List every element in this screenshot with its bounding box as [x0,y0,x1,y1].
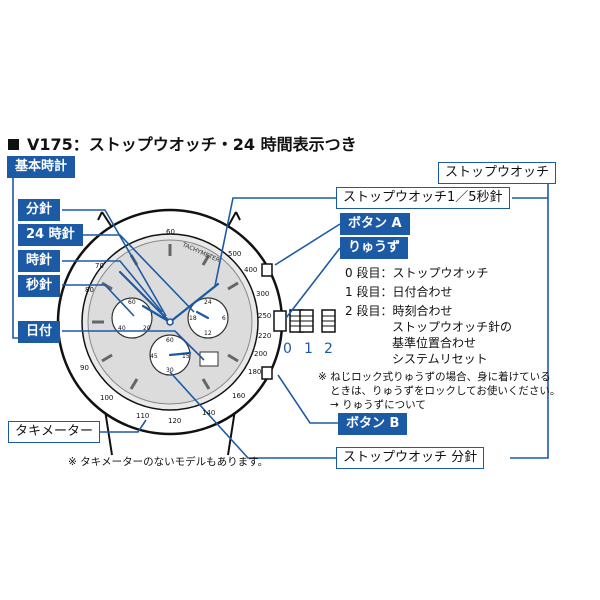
svg-text:300: 300 [256,290,269,298]
label-stopwatch: ストップウオッチ [438,162,557,184]
bezel-numbers: 60 70 80 90 100 110 120 140 160 180 200 … [80,228,271,425]
subdial-numbers: 60 20 40 60 15 30 45 24 6 12 18 [118,299,226,374]
label-24-hour-hand: 24 時針 [18,224,83,246]
crown-stage-0: 0 段目：ストップウオッチ [345,266,489,280]
label-tachymeter: タキメーター [8,421,101,443]
svg-text:160: 160 [232,392,245,400]
leader-lines [12,172,549,459]
svg-text:30: 30 [166,367,174,374]
page-title: V175：ストップウオッチ・24 時間表示つき [8,131,357,155]
crown-stage-2: 2 段目：時刻合わせ [345,304,453,318]
svg-text:60: 60 [166,228,175,236]
crown-position-1: 1 [304,341,313,357]
label-hour-hand: 時針 [18,250,61,272]
label-second-hand: 秒針 [18,275,61,297]
svg-text:45: 45 [150,353,158,360]
svg-text:40: 40 [118,325,126,332]
crown-stage-2-line3: 基準位置合わせ [392,336,477,350]
crown-shape [273,310,287,332]
label-button-a: ボタン A [340,213,410,235]
label-minute-hand: 分針 [18,199,61,221]
crown-position-0: 0 [283,341,292,357]
label-stopwatch-fifth-second-hand: ストップウオッチ1／5秒針 [336,187,510,209]
crown-stage-2-line2: ストップウオッチ針の [392,320,513,334]
crown-stage-1: 1 段目：日付合わせ [345,285,453,299]
button-b-shape [261,366,273,380]
note-lock-crown-2: ときは、りゅうずをロックしてお使いください。 [330,385,561,397]
svg-text:250: 250 [258,312,271,320]
note-lock-crown-link[interactable]: → りゅうずについて [330,399,426,411]
svg-text:180: 180 [248,368,261,376]
svg-text:18: 18 [189,315,197,322]
svg-text:24: 24 [204,299,212,306]
svg-text:120: 120 [168,417,181,425]
label-button-b: ボタン B [338,413,408,435]
label-basic-clock: 基本時計 [7,156,76,178]
label-crown: りゅうず [340,237,409,259]
svg-text:220: 220 [258,332,271,340]
svg-text:400: 400 [244,266,257,274]
svg-text:500: 500 [228,250,241,258]
label-stopwatch-minute-hand: ストップウオッチ 分針 [336,447,485,469]
svg-text:20: 20 [143,325,151,332]
svg-text:12: 12 [204,330,212,337]
title-text: V175：ストップウオッチ・24 時間表示つき [27,135,357,154]
note-no-tachymeter: ※ タキメーターのないモデルもあります。 [68,456,269,468]
crown-position-2: 2 [324,341,333,357]
svg-text:60: 60 [166,337,174,344]
note-lock-crown-1: ※ ねじロック式りゅうずの場合、身に着けている [318,371,551,383]
crown-grip-lines [290,315,335,327]
watch-hands [118,270,220,357]
svg-text:200: 200 [254,350,267,358]
svg-text:100: 100 [100,394,113,402]
svg-text:140: 140 [202,409,215,417]
svg-text:60: 60 [128,299,136,306]
subdial-left [111,297,153,339]
label-date: 日付 [18,321,61,343]
button-a-shape [261,263,273,277]
svg-text:15: 15 [182,353,190,360]
center-pin [166,318,174,326]
crown-stage-2-line4: システムリセット [392,352,488,366]
date-window [199,351,219,367]
svg-text:6: 6 [222,315,226,322]
svg-text:80: 80 [85,286,94,294]
title-bullet [8,139,19,150]
crown-position-numbers: 0 1 2 [283,341,333,357]
svg-text:70: 70 [95,262,104,270]
svg-text:90: 90 [80,364,89,372]
svg-text:110: 110 [136,412,149,420]
